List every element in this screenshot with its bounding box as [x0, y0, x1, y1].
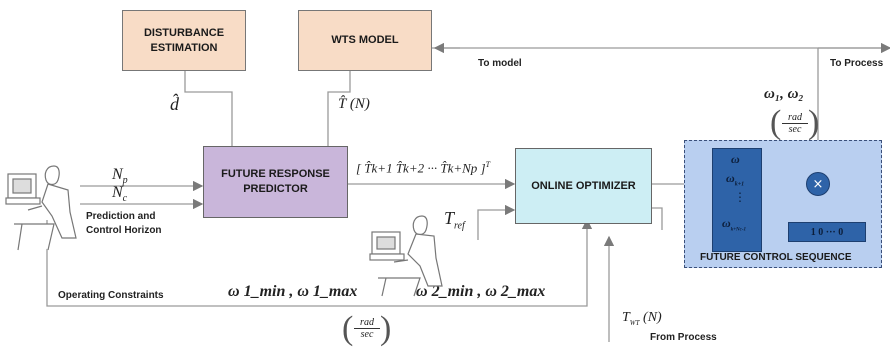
d-hat-label: d̂: [170, 94, 179, 114]
t-wt-label: TWT (N): [622, 310, 662, 327]
t-hat-n-label: T̂ (N): [338, 96, 370, 112]
seq-omega-k: ωk+1: [726, 171, 745, 188]
to-process-label: To Process: [830, 58, 884, 69]
line-optimizer-process: [652, 207, 663, 230]
prediction-horizon-label: Prediction and Control Horizon: [86, 211, 162, 236]
operating-constraints-label: Operating Constraints: [58, 290, 164, 301]
seq-dots: ⋮: [734, 190, 746, 204]
future-control-sequence-label: FUTURE CONTROL SEQUENCE: [700, 252, 852, 263]
constraint-unit-open-paren: (: [342, 310, 354, 347]
wts-model-block: WTS MODEL: [298, 10, 432, 71]
omega-pair-unit-close-paren: ): [808, 104, 820, 141]
t-ref-label: Tref: [444, 208, 465, 232]
np-label: Np: [112, 166, 128, 187]
constraint-unit-close-paren: ): [380, 310, 392, 347]
future-response-predictor-block: FUTURE RESPONSE PREDICTOR: [203, 146, 348, 218]
nc-label: Nc: [112, 184, 128, 205]
operator-person-icon: [5, 165, 77, 251]
from-process-label: From Process: [650, 332, 717, 343]
online-optimizer-block: ONLINE OPTIMIZER: [515, 148, 652, 224]
line-wts-predictor: [322, 70, 351, 174]
seq-omega-n: ωk+Nc-1: [722, 216, 747, 233]
omega-pair-label: ω₁, ω₂: [764, 86, 804, 102]
line-constraints: [46, 218, 593, 307]
line-tref: [477, 204, 516, 240]
line-disturbance-predictor: [184, 70, 238, 174]
multiply-node: ×: [806, 172, 830, 196]
disturbance-estimation-block: DISTURBANCE ESTIMATION: [122, 10, 246, 71]
omega-pair-unit-open-paren: (: [770, 104, 782, 141]
selection-vector-box: 1 0 ··· 0: [788, 222, 866, 242]
omega2-constraints: ω 2_min , ω 2_max: [416, 283, 546, 300]
to-model-label: To model: [478, 58, 522, 69]
predicted-temperature-vector: [ T̂k+1 T̂k+2 ··· T̂k+Np ]T: [356, 160, 491, 176]
reference-operator-person-icon: [369, 215, 443, 297]
seq-omega: ω: [731, 152, 740, 166]
control-sequence-box: [712, 148, 762, 252]
omega1-constraints: ω 1_min , ω 1_max: [228, 283, 358, 300]
